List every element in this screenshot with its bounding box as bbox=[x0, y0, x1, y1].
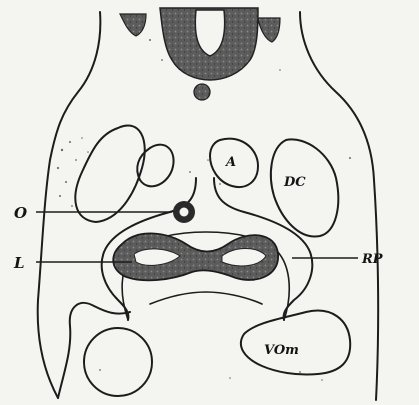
label-a: A bbox=[224, 155, 236, 170]
label-o: O bbox=[14, 204, 27, 222]
label-vom: VOm bbox=[264, 343, 299, 358]
label-dc: DC bbox=[283, 175, 306, 190]
label-l: L bbox=[13, 254, 25, 272]
label-rp: RP bbox=[361, 252, 384, 267]
small-dark-nucleus bbox=[194, 84, 210, 100]
region-o-lumen bbox=[180, 208, 189, 217]
